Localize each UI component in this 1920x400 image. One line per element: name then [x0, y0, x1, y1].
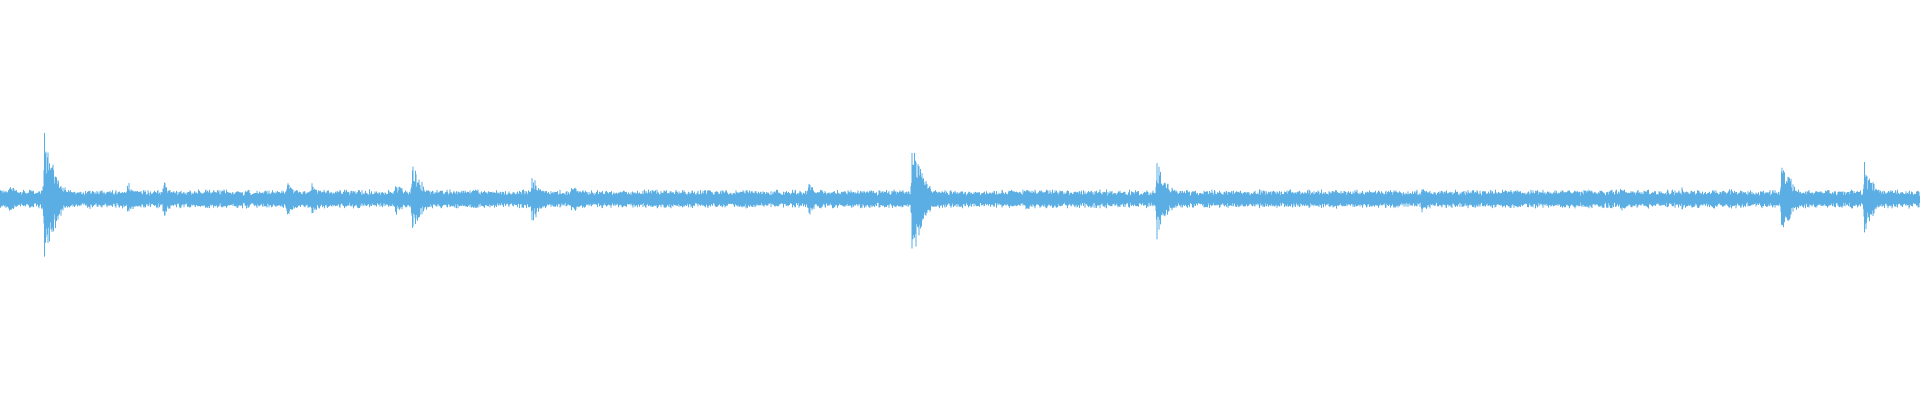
- waveform-trace: [0, 132, 1920, 257]
